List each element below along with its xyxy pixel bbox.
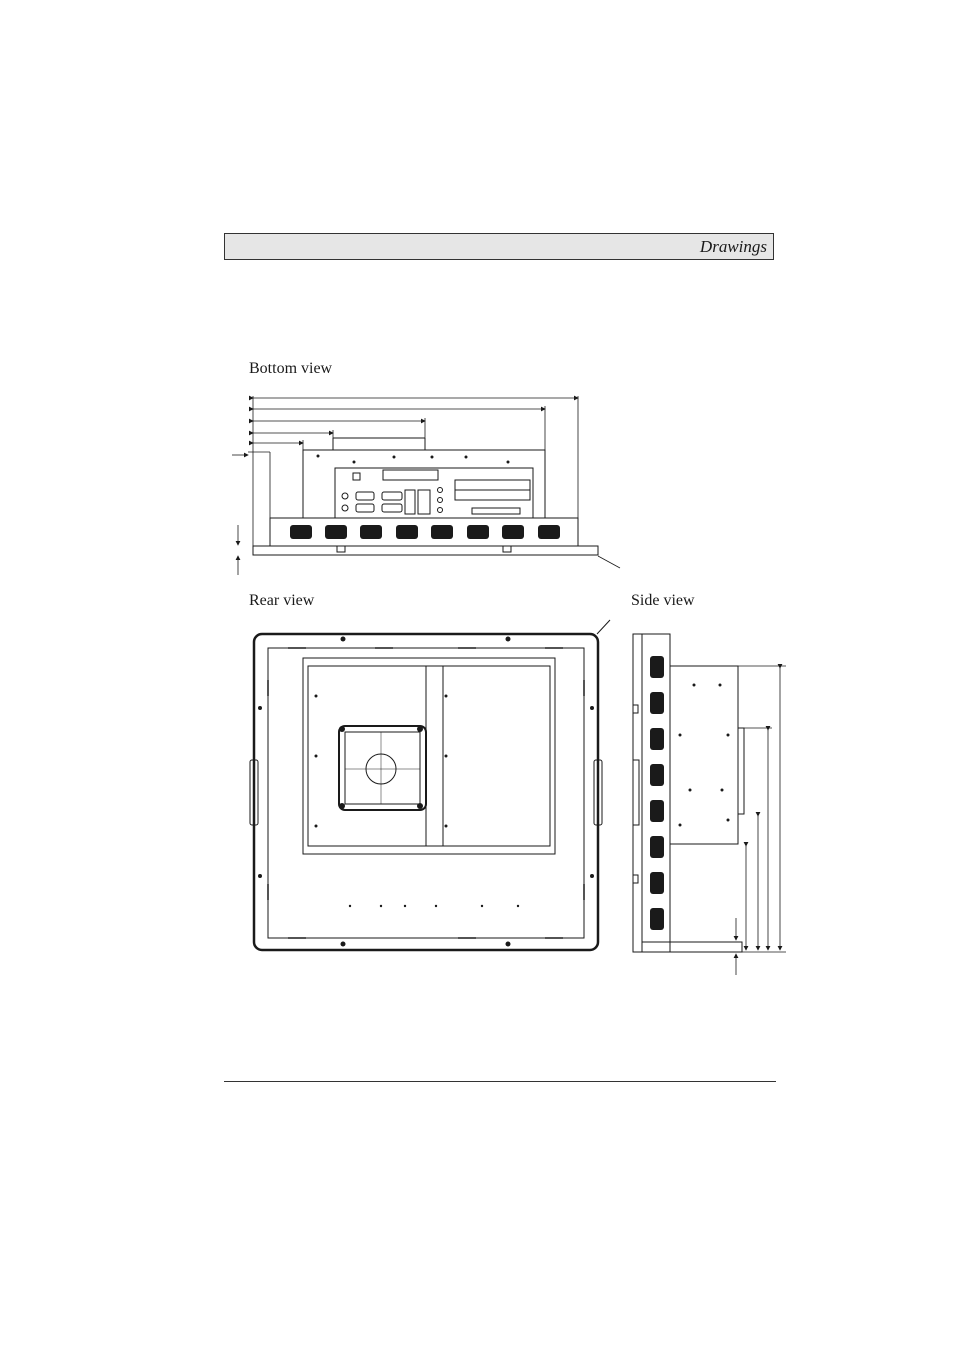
side-computer-module <box>670 666 738 844</box>
side-view-drawing <box>633 634 786 975</box>
side-view-dimensions <box>736 666 786 975</box>
bottom-view-drawing <box>232 396 620 575</box>
side-front-bezel <box>633 634 642 952</box>
rear-view-drawing <box>250 620 610 950</box>
bottom-frame <box>253 546 598 555</box>
rear-computer-module <box>303 658 555 854</box>
io-panel <box>335 468 533 518</box>
side-vent-column <box>650 656 730 930</box>
slot-top <box>383 470 438 480</box>
bottom-bezel <box>270 518 578 546</box>
footer-rule <box>224 1081 776 1082</box>
vesa-mount-plate <box>339 726 426 810</box>
bottom-vent-row <box>290 525 560 539</box>
bottom-view-dimensions <box>232 396 620 575</box>
